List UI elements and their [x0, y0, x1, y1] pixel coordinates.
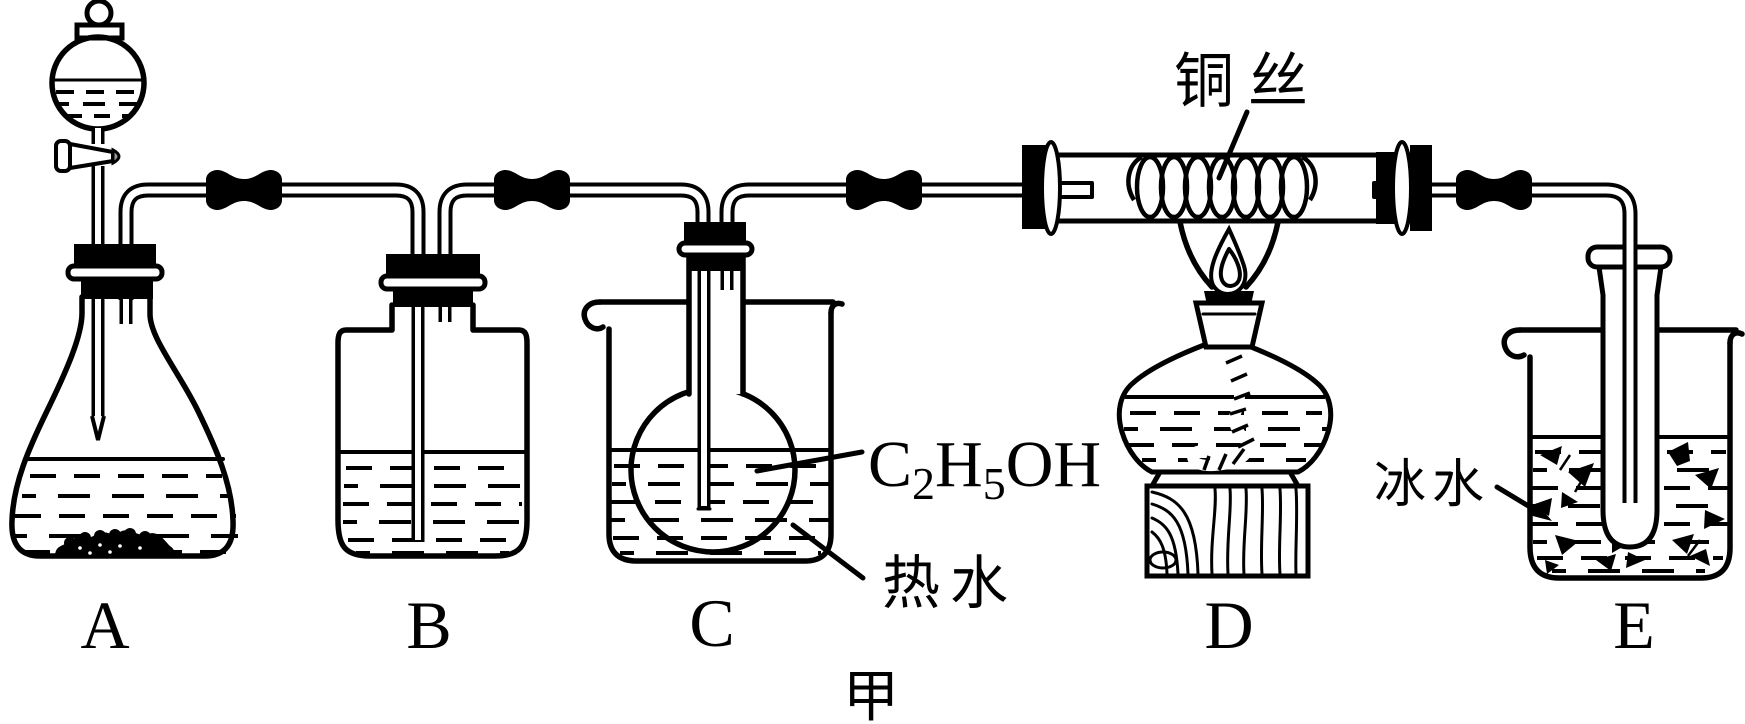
hot-water-bath-c: C2H5OH 热水 [581, 222, 1101, 616]
wick-holder [1204, 291, 1254, 305]
copper-wire-label: 铜丝 [1174, 48, 1322, 115]
rubber-connectors [206, 170, 1532, 210]
ethanol-leader-line [754, 449, 865, 474]
rubber-connector-4 [1456, 170, 1532, 210]
stopcock-tip [111, 147, 121, 166]
solid-reagent-pile [55, 528, 176, 556]
combustion-tube: 铜丝 [1022, 48, 1432, 236]
ice-water-label: 冰水 [1374, 456, 1490, 514]
label-e: E [1613, 587, 1655, 663]
hot-water-label: 热水 [882, 551, 1018, 616]
rubber-connector-3 [846, 170, 922, 210]
ice-shards [1532, 442, 1725, 574]
stopper-b [378, 254, 488, 307]
ice-water-leader-line [1494, 484, 1538, 513]
beaker-e-rim-curl [1727, 330, 1745, 346]
stopper-a [65, 244, 165, 299]
beaker-c-spout [581, 299, 606, 332]
stopcock[interactable] [54, 139, 121, 173]
dropping-funnel [49, 0, 147, 441]
label-c: C [689, 585, 734, 661]
lamp-wick [1187, 341, 1255, 472]
beaker-c-wall [606, 310, 834, 564]
lamp-body [1116, 342, 1334, 475]
stopcock-handle[interactable] [54, 139, 72, 173]
beaker-e-spout [1501, 327, 1527, 360]
tube-end-caps [1022, 140, 1432, 236]
label-d: D [1204, 587, 1253, 663]
alcohol-lamp-d [1116, 219, 1334, 579]
funnel-stopper-knob [84, 0, 114, 28]
ice-bath-e: 冰水 [1374, 244, 1745, 581]
round-flask-neck-fill [689, 250, 743, 394]
figure-caption: 甲 [843, 665, 899, 724]
gas-washing-bottle-b [335, 254, 530, 559]
ice-water-arrowhead [1529, 503, 1552, 521]
hot-water-leader-line [790, 522, 866, 581]
rubber-connector-2 [494, 170, 570, 210]
label-a: A [80, 587, 129, 663]
copper-wire-coil [1126, 154, 1318, 220]
gas-generator-a [9, 0, 238, 559]
component-letters: A B C D E 甲 [80, 585, 1654, 724]
lamp-cap [1192, 300, 1266, 350]
funnel-stem-tip [90, 415, 106, 441]
stopper-c [676, 222, 755, 271]
bottle-outline [335, 302, 530, 559]
rubber-connector-1 [206, 170, 282, 210]
flame [1177, 219, 1281, 296]
wood-block [1144, 483, 1311, 579]
tube-furnace-to-e [1432, 182, 1638, 503]
label-b: B [406, 587, 451, 663]
left-inner-stub [1056, 181, 1094, 199]
beaker-e-wall [1527, 340, 1733, 581]
ethanol-label: C2H5OH [868, 428, 1101, 509]
copper-wire-leader-line [1216, 109, 1250, 181]
beaker-c-rim-curl [828, 300, 845, 316]
